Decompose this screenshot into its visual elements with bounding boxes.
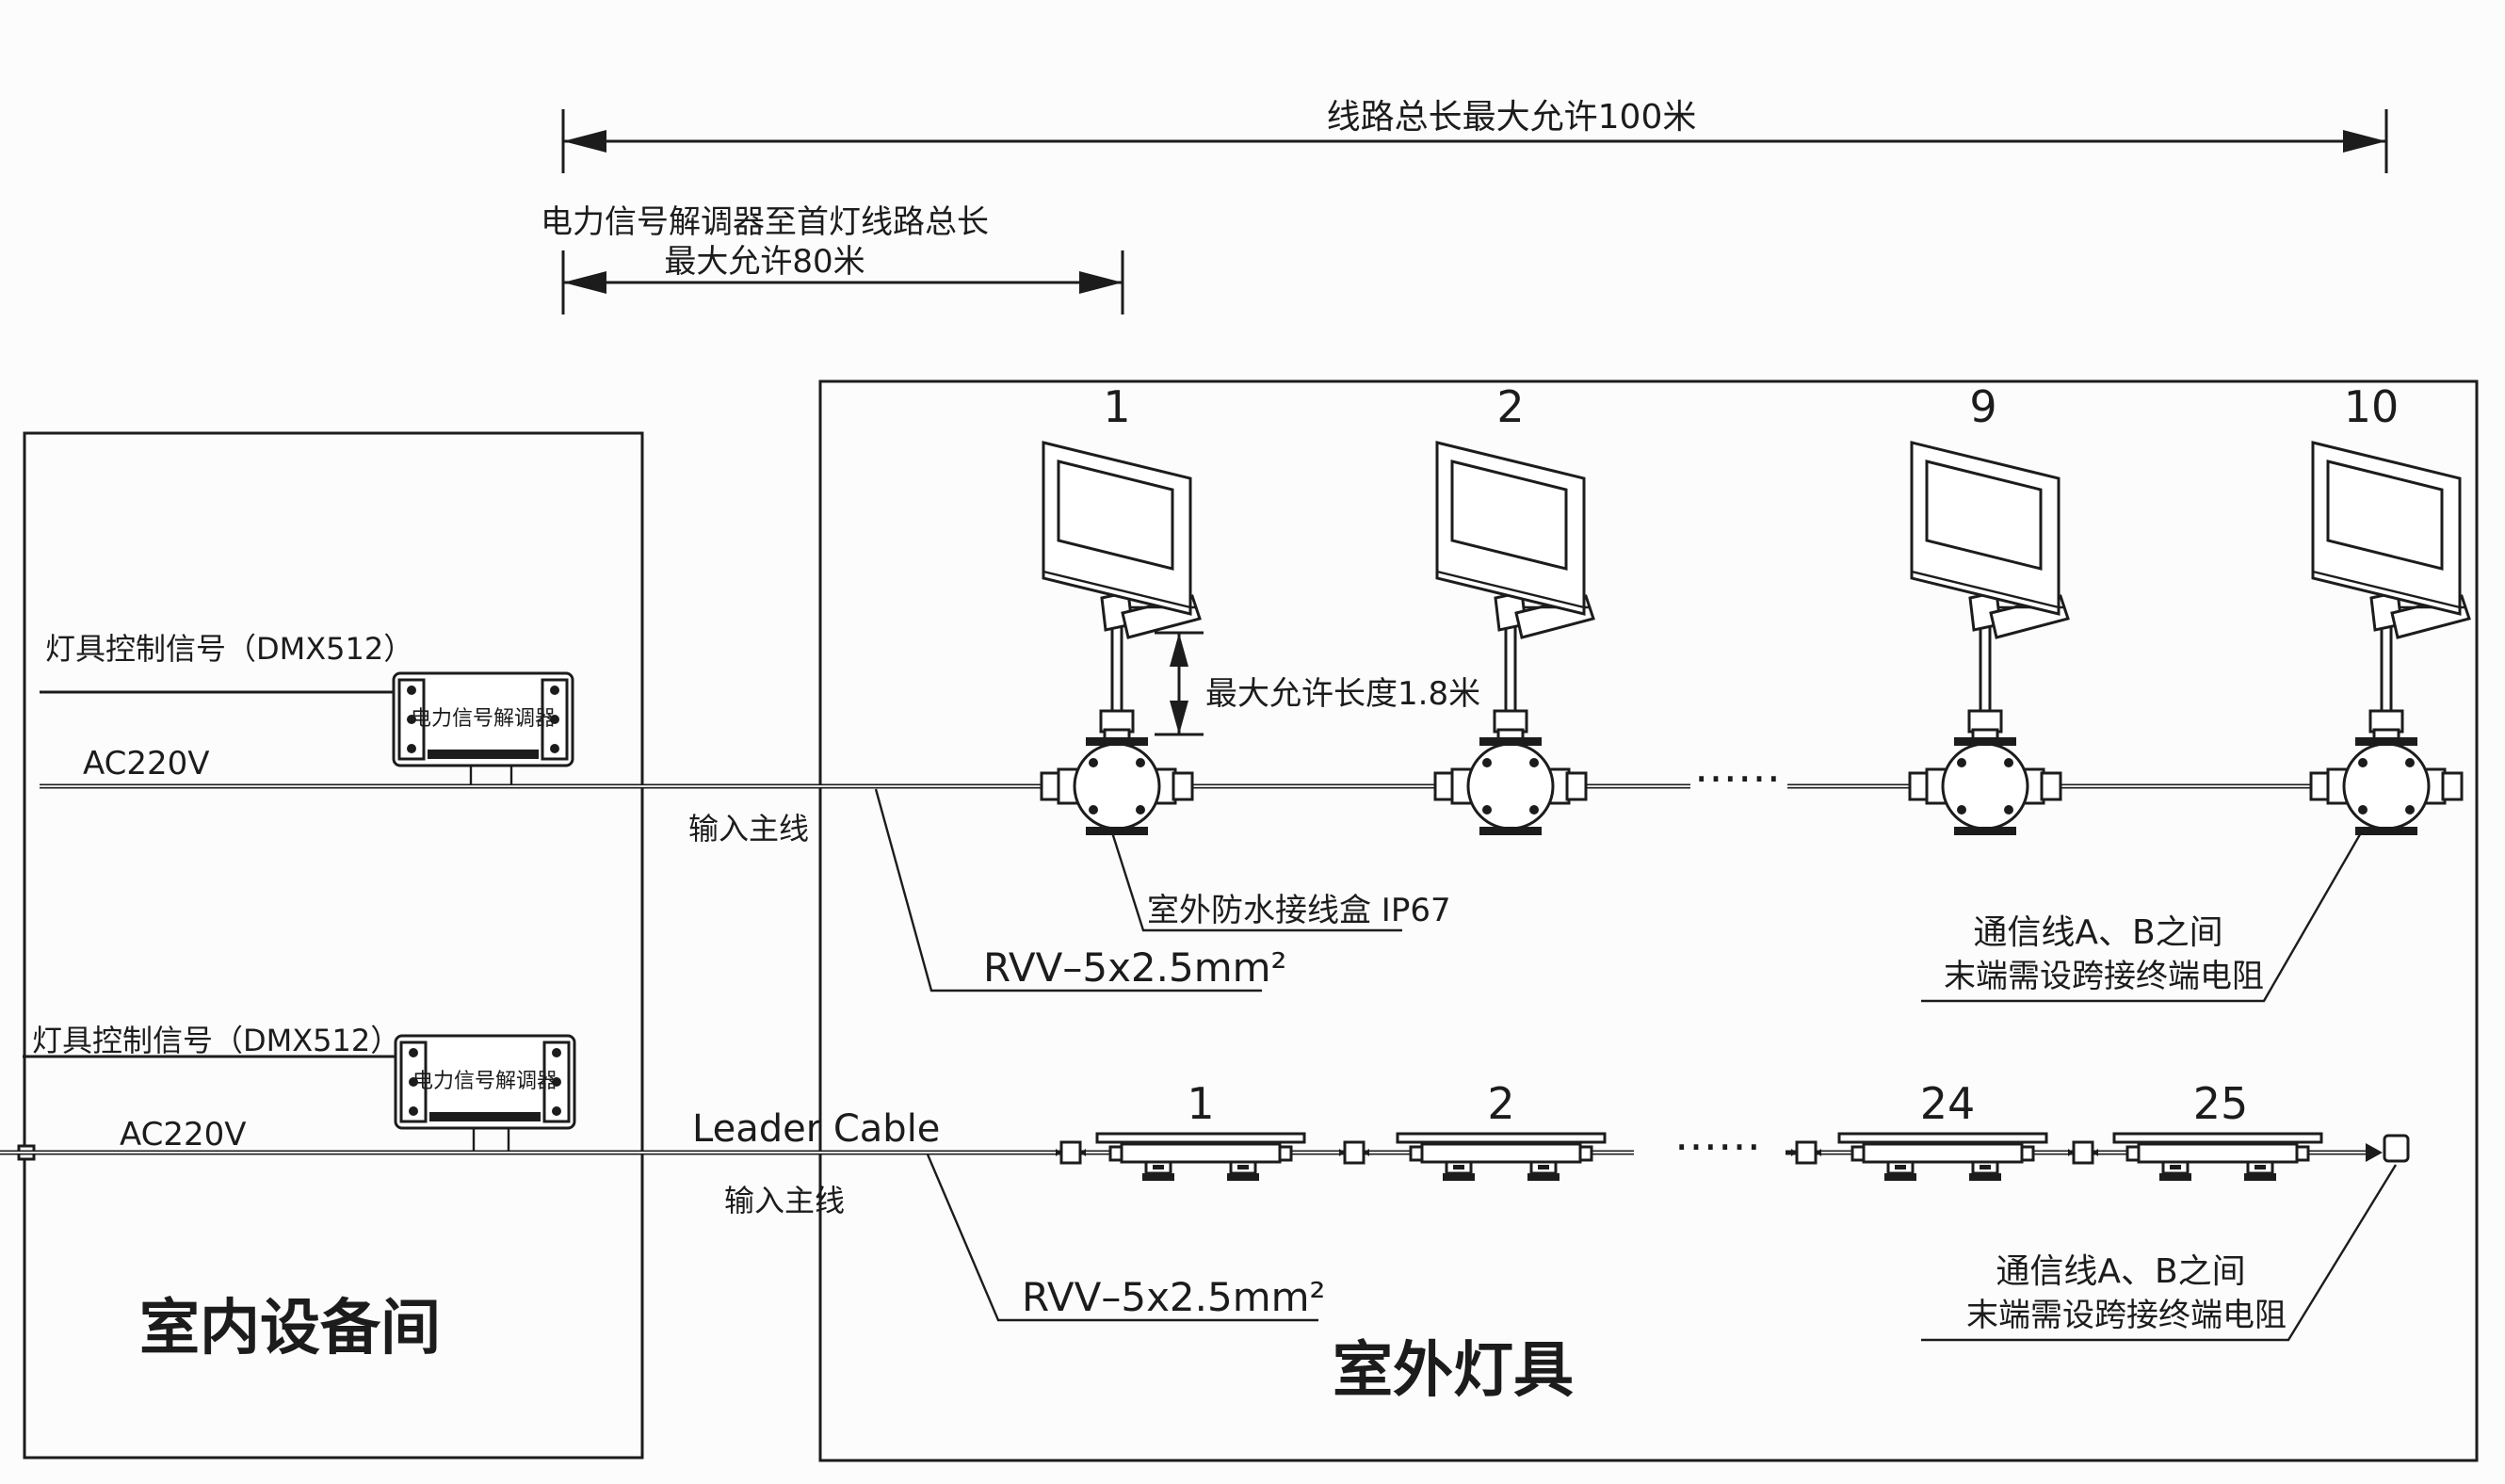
demodulator-1-label: 电力信号解调器 <box>411 707 556 731</box>
cable-connector <box>1337 1140 1371 1165</box>
demodulator-1-section: 灯具控制信号（DMX512） AC220V 电力信号解调器 <box>40 631 574 786</box>
top-note-line2: 末端需设跨接终端电阻 <box>1944 958 2264 995</box>
outdoor-fixtures-box <box>818 379 2479 1462</box>
junction-box-9 <box>1908 709 2062 837</box>
barlight-1-number: 1 <box>1187 1078 1214 1129</box>
dimension-total-label: 线路总长最大允许100米 <box>1327 98 1697 137</box>
barlight-2-number: 2 <box>1487 1078 1514 1129</box>
ac220v-label-1: AC220V <box>83 745 210 782</box>
dimension-80m-label-line1: 电力信号解调器至首灯线路总长 <box>541 203 989 241</box>
bottom-main-line: Leader Cable 输入主线 <box>0 1107 2366 1218</box>
bottom-note-line1: 通信线A、B之间 <box>1996 1252 2245 1291</box>
dimension-drop-1-8m: 最大允许长度1.8米 <box>1155 631 1480 736</box>
bottom-note-line2: 末端需设跨接终端电阻 <box>1966 1297 2287 1334</box>
demodulator-2-label: 电力信号解调器 <box>412 1070 558 1093</box>
outdoor-area-title: 室外灯具 <box>1333 1336 1574 1406</box>
indoor-room-title: 室内设备间 <box>139 1294 441 1363</box>
floodlight-column-9: 9 <box>1908 381 2070 837</box>
floodlight-column-2: 2 <box>1433 381 1595 837</box>
dimension-80m: 电力信号解调器至首灯线路总长 最大允许80米 <box>541 203 1124 315</box>
top-cable-callout: RVV–5x2.5mm² <box>874 788 1286 992</box>
barlight-1: 1 <box>1095 1078 1306 1183</box>
junction-box-callout-label: 室外防水接线盒 IP67 <box>1147 892 1451 929</box>
junction-box-1 <box>1040 709 1194 837</box>
junction-box-2 <box>1433 709 1588 837</box>
floodlight-9-number: 9 <box>1969 381 1996 432</box>
top-cable-callout-label: RVV–5x2.5mm² <box>983 944 1286 991</box>
ac220v-label-2: AC220V <box>120 1116 247 1153</box>
barlight-24-number: 24 <box>1920 1078 1976 1129</box>
junction-box-10 <box>2309 709 2464 837</box>
bottom-terminal-resistor-note: 通信线A、B之间 末端需设跨接终端电阻 <box>1921 1164 2398 1342</box>
demodulator-2-section: 灯具控制信号（DMX512） AC220V 电力信号解调器 <box>17 1023 576 1161</box>
barlight-24: 24 <box>1837 1078 2048 1183</box>
top-terminal-resistor-note: 通信线A、B之间 末端需设跨接终端电阻 <box>1921 829 2365 1003</box>
dimension-drop-label: 最大允许长度1.8米 <box>1205 675 1480 713</box>
dimension-80m-label-line2: 最大允许80米 <box>664 243 865 281</box>
barlight-25: 25 <box>2112 1078 2323 1183</box>
indoor-equipment-room-box <box>23 431 644 1460</box>
end-connector-arrow <box>2366 1143 2383 1162</box>
dmx-signal-label-1: 灯具控制信号（DMX512） <box>45 631 413 667</box>
barlight-2: 2 <box>1396 1078 1607 1183</box>
cable-connector <box>2066 1140 2100 1165</box>
floodlight-1-number: 1 <box>1103 381 1130 432</box>
floodlight-10-number: 10 <box>2344 381 2400 432</box>
cable-connector <box>1054 1140 1088 1165</box>
floodlight-column-10: 10 <box>2309 381 2471 837</box>
floodlight-2-number: 2 <box>1496 381 1524 432</box>
bottom-main-line-label: 输入主线 <box>724 1183 845 1218</box>
dmx-signal-label-2: 灯具控制信号（DMX512） <box>32 1023 400 1058</box>
top-note-line1: 通信线A、B之间 <box>1973 913 2222 952</box>
cable-connector <box>1789 1140 1823 1165</box>
dimension-total-100m: 线路总长最大允许100米 <box>561 98 2388 173</box>
floodlight-column-1: 1 <box>1040 381 1202 837</box>
junction-box-callout: 室外防水接线盒 IP67 <box>1109 829 1451 932</box>
leader-cable-label: Leader Cable <box>692 1107 940 1151</box>
bottom-cable-callout: RVV–5x2.5mm² <box>926 1153 1325 1322</box>
bottom-row-ellipsis: …… <box>1674 1109 1761 1160</box>
top-main-line: 输入主线 <box>40 783 2311 847</box>
terminal-resistor-end-cap <box>2383 1134 2410 1163</box>
bottom-cable-callout-label: RVV–5x2.5mm² <box>1022 1274 1325 1320</box>
barlight-25-number: 25 <box>2193 1078 2249 1129</box>
top-row-ellipsis: …… <box>1694 741 1781 792</box>
top-main-line-label: 输入主线 <box>688 811 809 847</box>
